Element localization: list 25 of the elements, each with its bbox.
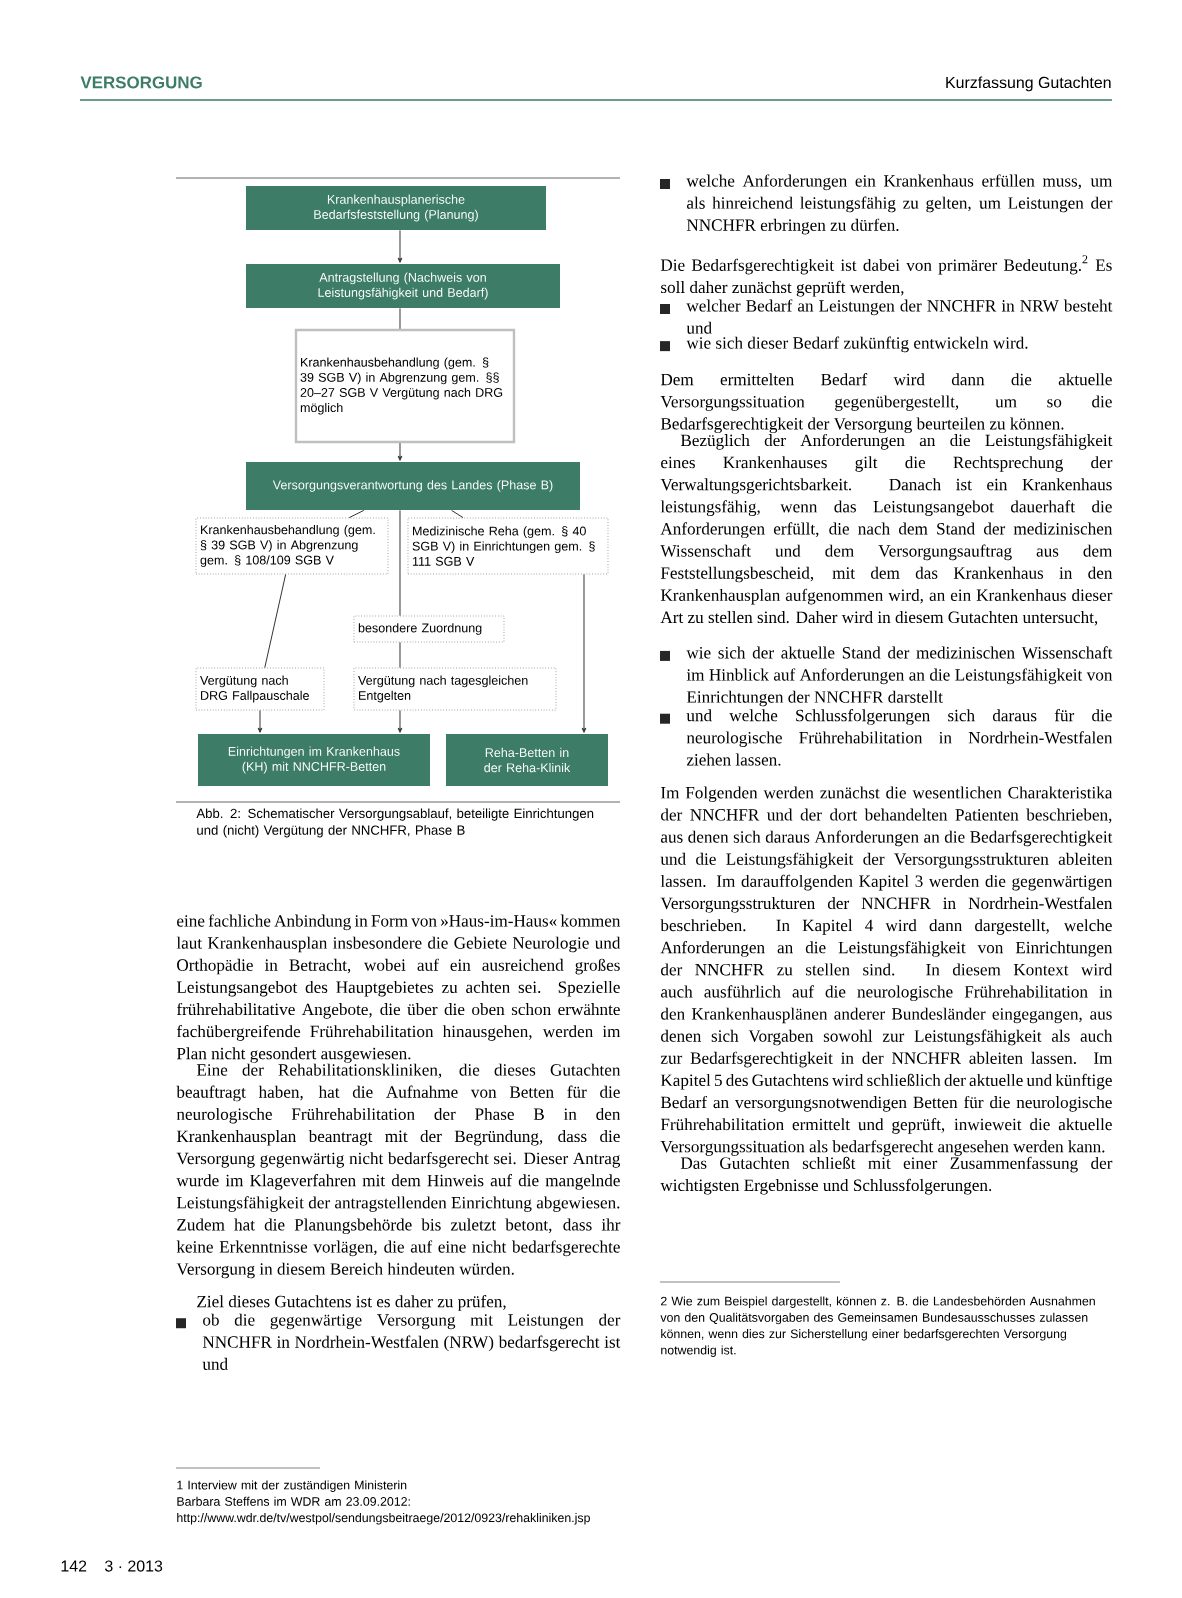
bullet-item: ob die gegenwärtige Versorgung mit Leistungen der NNCHFR in Nordrhein-Westfalen (NRW) bedarfsgerecht ist und [176,1313,621,1370]
arrow [257,709,263,733]
arrow [397,442,403,461]
connector-line [264,573,287,669]
paragraph: Ziel dieses Gutachtens ist es daher zu prüfen, [197,1295,506,1311]
paragraph: Bezüglich der Anforderungen an die Leistungsfähigkeit eines Krankenhauses gilt die Rechtsprechung der Verwaltungsgerichtsbarkeit. Danach ist ein Krankenhaus leistungsfähig, wenn das Leistungsangebot dauerhaft die Anforderungen erfüllt, die nach dem Stand der medizinischen Wissenschaft und dem Versorgungsauftrag aus dem Feststellungsbescheid, mit dem das Krankenhaus in den Krankenhausplan aufgenommen wird, an ein Krankenhaus dieser Art zu stellen sind. Daher wird in diesem Gutachten untersucht, [660,433,1113,626]
arrow [397,229,403,263]
paragraph: Die Bedarfsgerechtigkeit ist dabei von primärer Bedeutung.$^{2}$ Es soll daher zunächst geprüft werden, [660,255,1112,297]
connector-line [399,641,401,669]
connector-line [399,307,401,330]
arrow [397,709,403,733]
bullet-item: welcher Bedarf an Leistungen der NNCHFR in NRW besteht und [660,299,1113,334]
bullet-item: welche Anforderungen ein Krankenhaus erfüllen muss, um als hinreichend leistungsfähig zu gelten, um Leistungen der NNCHFR erbringen zu dürfen. [660,174,1113,235]
connector-line [451,509,464,519]
paragraph: Das Gutachten schließt mit einer Zusammenfassung der wichtigsten Ergebnisse und Schlussfolgerungen. [660,1156,1113,1195]
bullet-item: und welche Schlussfolgerungen sich daraus für die neurologische Frührehabilitation in Nordrhein-Westfalen ziehen lassen. [660,709,1113,766]
paragraph: eine fachliche Anbindung in Form von »Haus-im-Haus« kommen laut Krankenhausplan insbesondere die Gebiete Neurologie und Orthopädie in Betracht, wobei auf ein ausreichend großes Leistungsangebot des Hauptgebietes zu achten sei. Spezielle frührehabilitative Angebote, die über die oben schon erwähnte fachübergreifende Frührehabilitation hinausgehen, werden im Plan nicht gesondert ausgewiesen. [176,914,621,1063]
paragraph: Im Folgenden werden zunächst die wesentlichen Charakteristika der NNCHFR und der dort behandelten Patienten beschrieben, aus denen sich daraus Anforderungen an die Bedarfsgerechtigkeit und die Leistungsfähigkeit der Versorgungsstrukturen ableiten lassen. Im darauffolgenden Kapitel 3 werden die gegenwärtigen Versorgungsstrukturen der NNCHFR in Nordrhein-Westfalen beschrieben. In Kapitel 4 wird dann dargestellt, welche Anforderungen an die Leistungsfähigkeit von Einrichtungen der NNCHFR zu stellen sind. In diesem Kontext wird auch ausführlich auf die neurologische Frührehabilitation in den Krankenhausplänen anderer Bundesländer eingegangen, aus denen sich Vorgaben sowohl zur Leistungsfähigkeit als auch zur Bedarfsgerechtigkeit in der NNCHFR ableiten lassen. Im Kapitel 5 des Gutachtens wird schließlich der aktuelle und künftige Bedarf an versorgungsnotwendigen Betten für die neurologische Frührehabilitation ermittelt und geprüft, inwieweit die aktuelle Versorgungssituation als bedarfsgerecht angesehen werden kann. [660,786,1113,1156]
paragraph: Dem ermittelten Bedarf wird dann die aktuelle Versorgungssituation gegenübergestellt, um so die Bedarfsgerechtigkeit der Versorgung beurteilen zu können. [660,373,1112,434]
connector-line [348,509,365,519]
section-header: VERSORGUNG [80,76,202,89]
arrow [581,573,587,733]
bullet-item: wie sich dieser Bedarf zukünftig entwickeln wird. [660,336,1028,353]
connector-line [399,509,401,617]
paragraph: Eine der Rehabilitationskliniken, die dieses Gutachten beauftragt haben, hat die Aufnahme von Betten für die neurologische Frührehabilitation der Phase B in den Krankenhausplan beantragt mit der Begründung, dass die Versorgung gegenwärtig nicht bedarfsgerecht sei. Dieser Antrag wurde im Klageverfahren mit dem Hinweis auf die mangelnde Leistungsfähigkeit der antragstellenden Einrichtung abgewiesen. Zudem hat die Planungsbehörde bis zuletzt betont, dass ihr keine Erkenntnisse vorlägen, die auf eine nicht bedarfsgerechte Versorgung in diesem Bereich hindeuten würden. [176,1063,621,1279]
